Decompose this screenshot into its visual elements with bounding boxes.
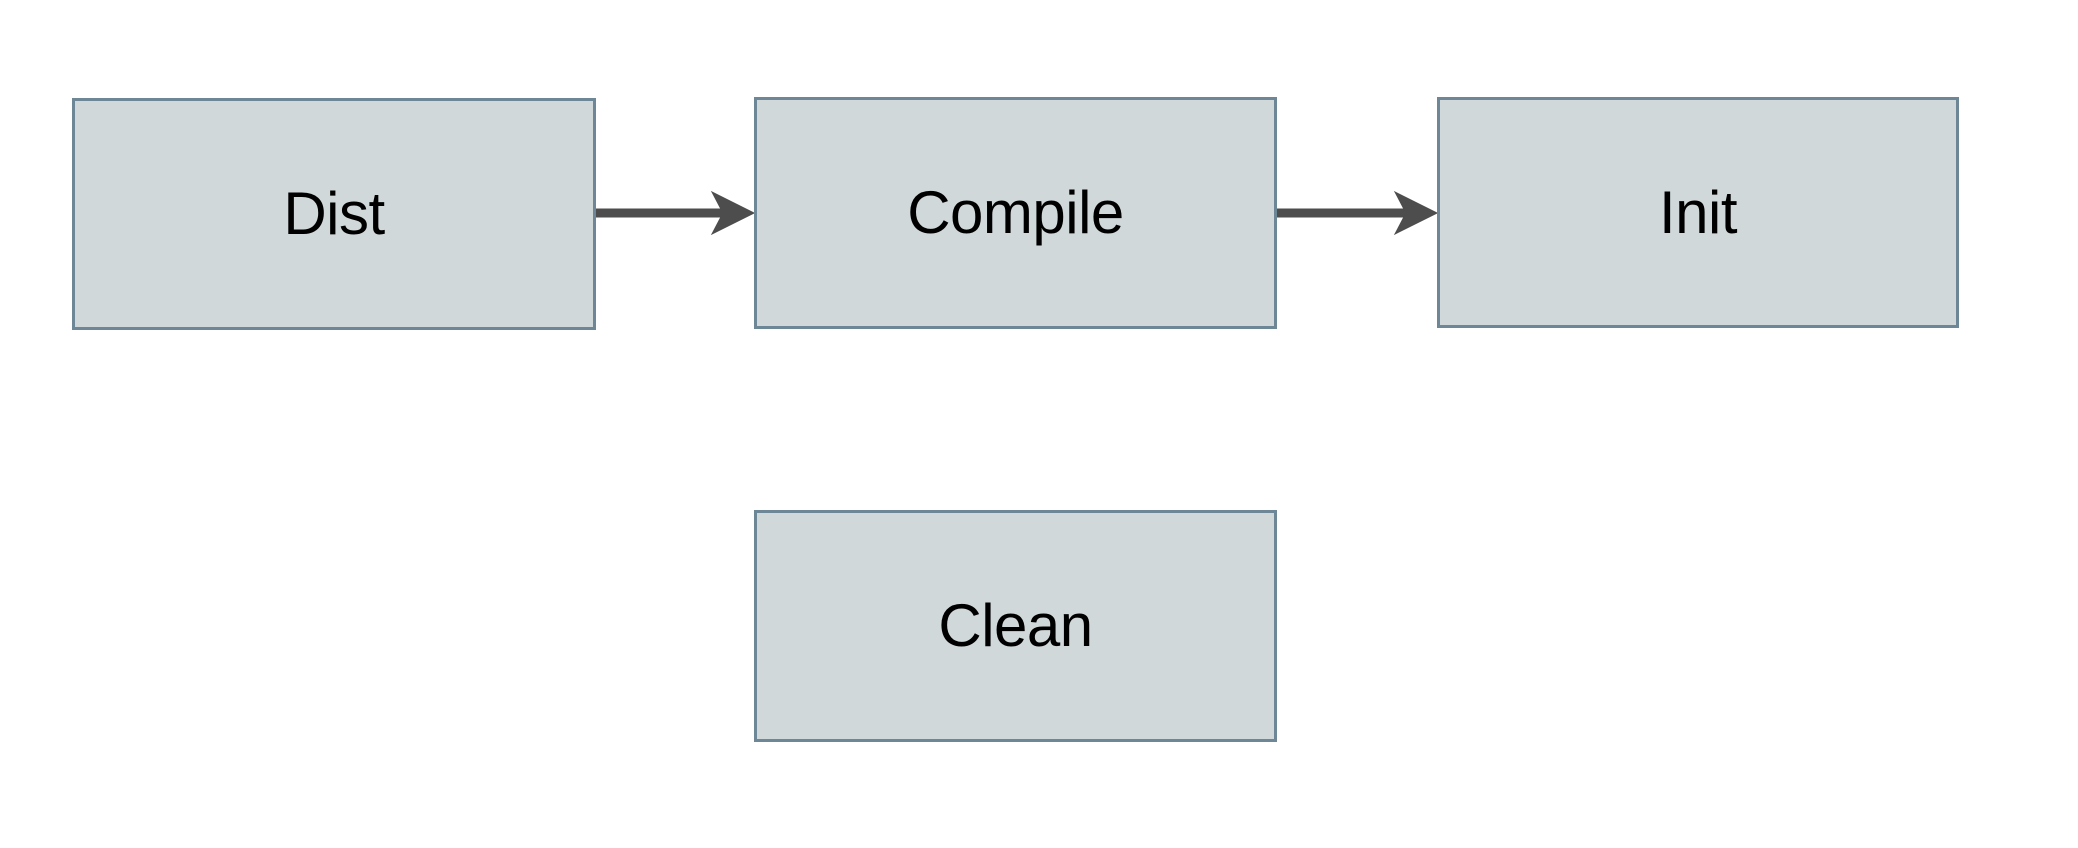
edge-compile-init[interactable] <box>1277 190 1439 236</box>
edge-compile-init-arrowhead <box>1393 190 1439 236</box>
node-init-label: Init <box>1658 178 1738 246</box>
node-clean-label: Clean <box>938 592 1093 659</box>
node-clean[interactable]: Clean <box>754 510 1277 742</box>
node-init[interactable]: Init <box>1437 97 1959 328</box>
edge-dist-compile-arrowhead <box>710 190 756 236</box>
node-compile-label: Compile <box>907 179 1124 246</box>
node-compile[interactable]: Compile <box>754 97 1277 329</box>
node-dist[interactable]: Dist <box>72 98 596 330</box>
edge-dist-compile[interactable] <box>596 190 756 236</box>
node-dist-label: Dist <box>283 180 385 247</box>
